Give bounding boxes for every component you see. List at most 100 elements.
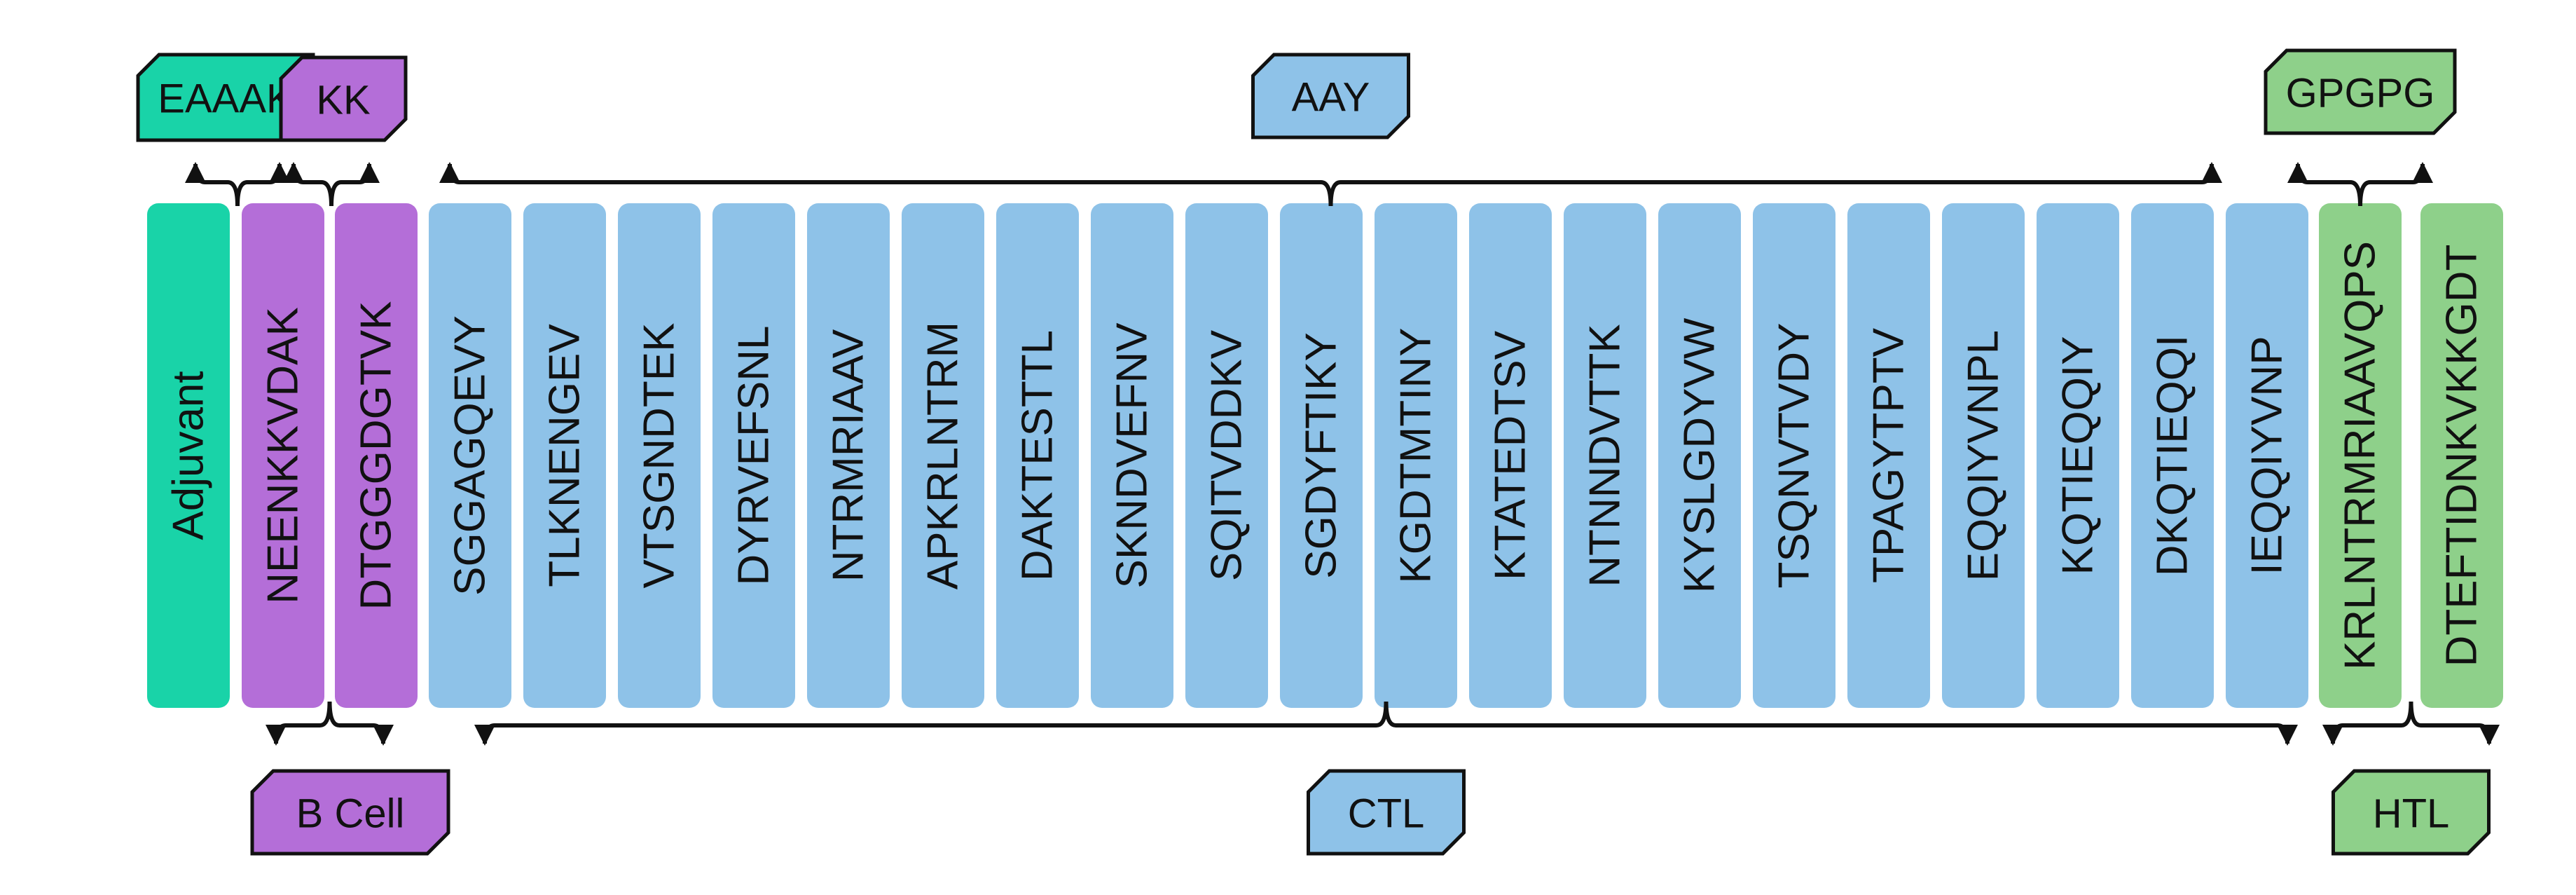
segment-box xyxy=(1847,203,1930,708)
segment-eqqiyvnpl: EQQIYVNPL xyxy=(1942,203,2025,708)
tag-label: CTL xyxy=(1348,791,1425,837)
tag-box xyxy=(250,769,450,856)
segment-label: SKNDVEFNV xyxy=(1108,322,1157,589)
segment-ieqqiyvnp: IEQQIYVNP xyxy=(2226,203,2308,708)
bcell-bracket xyxy=(266,701,394,746)
tag-label: HTL xyxy=(2373,791,2450,837)
tag-box xyxy=(2264,48,2457,135)
segment-box xyxy=(523,203,606,708)
segment-neenkkvdak: NEENKKVDAK xyxy=(242,203,324,708)
segment-box xyxy=(2319,203,2402,708)
segment-label: KGDTMTINY xyxy=(1392,327,1440,583)
tag-htl: HTL xyxy=(2332,769,2491,856)
segment-label: KRLNTRMRIAAVQPS xyxy=(2336,241,2385,670)
segment-dkqtieqqi: DKQTIEQQI xyxy=(2131,203,2214,708)
segment-label: TLKNENGEV xyxy=(541,324,589,587)
tag-label: KK xyxy=(316,78,371,123)
segment-tsqnvtvdy: TSQNVTVDY xyxy=(1753,203,1835,708)
segment-skndvefnv: SKNDVEFNV xyxy=(1091,203,1173,708)
segment-apkrlntrm: APKRLNTRM xyxy=(902,203,984,708)
segment-label: DTGGGDGTVK xyxy=(352,301,401,610)
tag-box xyxy=(1307,769,1466,856)
tag-kk: KK xyxy=(279,55,408,142)
tag-gpgpg: GPGPG xyxy=(2264,48,2457,135)
segment-vtsgndtek: VTSGNDTEK xyxy=(618,203,701,708)
segment-daktesttl: DAKTESTTL xyxy=(996,203,1079,708)
segment-kgdtmtiny: KGDTMTINY xyxy=(1375,203,1457,708)
segment-label: NTNNDVTTK xyxy=(1581,324,1630,587)
segment-sggagqevy: SGGAGQEVY xyxy=(429,203,511,708)
segment-ktatedtsv: KTATEDTSV xyxy=(1469,203,1552,708)
tag-eaaak: EAAAK xyxy=(136,53,315,142)
eaaak-bracket xyxy=(185,162,290,207)
segment-tlknengev: TLKNENGEV xyxy=(523,203,606,708)
segment-label: SQITVDDKV xyxy=(1203,329,1251,581)
segment-label: DAKTESTTL xyxy=(1014,330,1062,581)
tag-ctl: CTL xyxy=(1307,769,1466,856)
tag-aay: AAY xyxy=(1251,53,1410,139)
segment-label: DKQTIEQQI xyxy=(2149,335,2197,576)
tag-box xyxy=(1251,53,1410,139)
segment-box xyxy=(902,203,984,708)
ctl-bracket xyxy=(474,701,2298,746)
segment-dyrvefsnl: DYRVEFSNL xyxy=(712,203,795,708)
segments-row: Adjuvant NEENKKVDAK DTGGGDGTVK SGGAGQEVY TLK… xyxy=(147,203,2503,708)
segment-label: SGDYFTIKY xyxy=(1297,332,1346,578)
segment-box xyxy=(1185,203,1268,708)
segment-sqitvddkv: SQITVDDKV xyxy=(1185,203,1268,708)
segment-tpagytptv: TPAGYTPTV xyxy=(1847,203,1930,708)
tag-label: EAAAK xyxy=(158,76,294,122)
segment-box xyxy=(712,203,795,708)
aay-bracket xyxy=(439,162,2222,207)
segment-label: DTEFTIDNKVKKGDT xyxy=(2438,245,2486,667)
tag-label: AAY xyxy=(1292,75,1370,121)
segment-box xyxy=(1091,203,1173,708)
tag-box xyxy=(279,55,408,142)
segment-label: TSQNVTVDY xyxy=(1770,323,1819,589)
segment-box xyxy=(1564,203,1646,708)
brackets xyxy=(185,162,2500,746)
segment-kyslgdyvw: KYSLGDYVW xyxy=(1658,203,1741,708)
segment-box xyxy=(147,203,230,708)
segment-box xyxy=(242,203,324,708)
segment-label: KYSLGDYVW xyxy=(1676,317,1724,593)
tags: EAAAK KK AAY GPGPG B Cell CTL HTL xyxy=(136,48,2491,856)
segment-box xyxy=(1942,203,2025,708)
gpgpg-bracket xyxy=(2287,162,2433,207)
segment-label: NEENKKVDAK xyxy=(259,307,308,604)
segment-sgdyftiky: SGDYFTIKY xyxy=(1280,203,1363,708)
kk-bracket xyxy=(283,162,380,207)
segment-box xyxy=(1469,203,1552,708)
segment-box xyxy=(618,203,701,708)
segment-dtgggdgtvk: DTGGGDGTVK xyxy=(335,203,418,708)
segment-box xyxy=(1658,203,1741,708)
segment-label: DYRVEFSNL xyxy=(730,326,778,586)
segment-box xyxy=(335,203,418,708)
segment-label: TPAGYTPTV xyxy=(1865,327,1913,583)
segment-label: EQQIYVNPL xyxy=(1959,330,2008,581)
segment-box xyxy=(2037,203,2119,708)
segment-ntnndvttk: NTNNDVTTK xyxy=(1564,203,1646,708)
segment-box xyxy=(1280,203,1363,708)
segment-adjuvant: Adjuvant xyxy=(147,203,230,708)
htl-bracket xyxy=(2322,701,2500,746)
segment-box xyxy=(1753,203,1835,708)
segment-box xyxy=(2131,203,2214,708)
segment-box xyxy=(429,203,511,708)
segment-label: VTSGNDTEK xyxy=(635,323,684,589)
segment-ntrmriaav: NTRMRIAAV xyxy=(807,203,890,708)
segment-box xyxy=(996,203,1079,708)
segment-label: IEQQIYVNP xyxy=(2243,336,2292,575)
tag-bcell: B Cell xyxy=(250,769,450,856)
segment-box xyxy=(1375,203,1457,708)
tag-label: GPGPG xyxy=(2286,71,2435,116)
segment-label: SGGAGQEVY xyxy=(446,315,495,596)
segment-dteftidnkvkkgdt: DTEFTIDNKVKKGDT xyxy=(2420,203,2503,708)
tag-label: B Cell xyxy=(296,791,405,837)
tag-box xyxy=(2332,769,2491,856)
segment-kqtieqqiy: KQTIEQQIY xyxy=(2037,203,2119,708)
segment-label: Adjuvant xyxy=(165,371,213,540)
segment-krlntrmriaavqps: KRLNTRMRIAAVQPS xyxy=(2319,203,2402,708)
segment-box xyxy=(807,203,890,708)
